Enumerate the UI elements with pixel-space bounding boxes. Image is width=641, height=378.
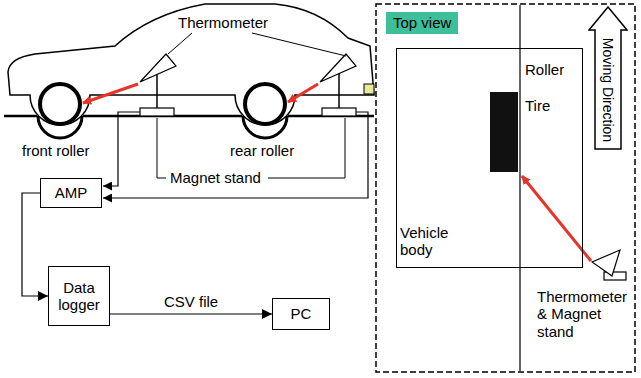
vehicle-body-edge — [519, 5, 520, 371]
tail-light — [364, 84, 374, 94]
rear-thermometer — [288, 54, 356, 116]
part-label: front roller — [22, 142, 90, 159]
front-tire — [40, 84, 80, 124]
connector-arrow — [110, 313, 272, 314]
part-label: Magnet stand — [170, 169, 261, 186]
part-label: Tire — [525, 97, 550, 114]
top-view-tag: Top view — [386, 12, 458, 34]
node-text: AMP — [55, 184, 88, 201]
car-body — [8, 4, 374, 125]
leader-line — [157, 33, 346, 178]
edge-label: CSV file — [162, 293, 220, 310]
part-label: Roller — [525, 61, 564, 78]
part-label: Vehicle body — [400, 224, 460, 259]
connector-arrow — [22, 193, 48, 296]
top-view-frame — [376, 4, 635, 372]
data-logger-box: Data logger — [48, 266, 110, 326]
top-view-thermometer — [522, 176, 626, 280]
pc-box: PC — [272, 298, 330, 330]
amp-box: AMP — [40, 178, 102, 208]
node-text: PC — [291, 305, 312, 322]
sensor-wire — [103, 112, 368, 198]
rear-tire — [245, 84, 285, 124]
tire-top-view — [490, 92, 518, 172]
node-text: Top view — [393, 14, 451, 31]
part-label: rear roller — [230, 142, 294, 159]
moving-direction-arrow: Moving Direction — [588, 6, 628, 150]
part-label: Thermometer — [178, 14, 268, 31]
node-text: Moving Direction — [601, 38, 615, 142]
front-thermometer — [83, 54, 176, 116]
node-text: Data logger — [55, 279, 103, 314]
part-label: Thermometer & Magnet stand — [537, 288, 633, 340]
arrow-outline — [589, 7, 627, 149]
